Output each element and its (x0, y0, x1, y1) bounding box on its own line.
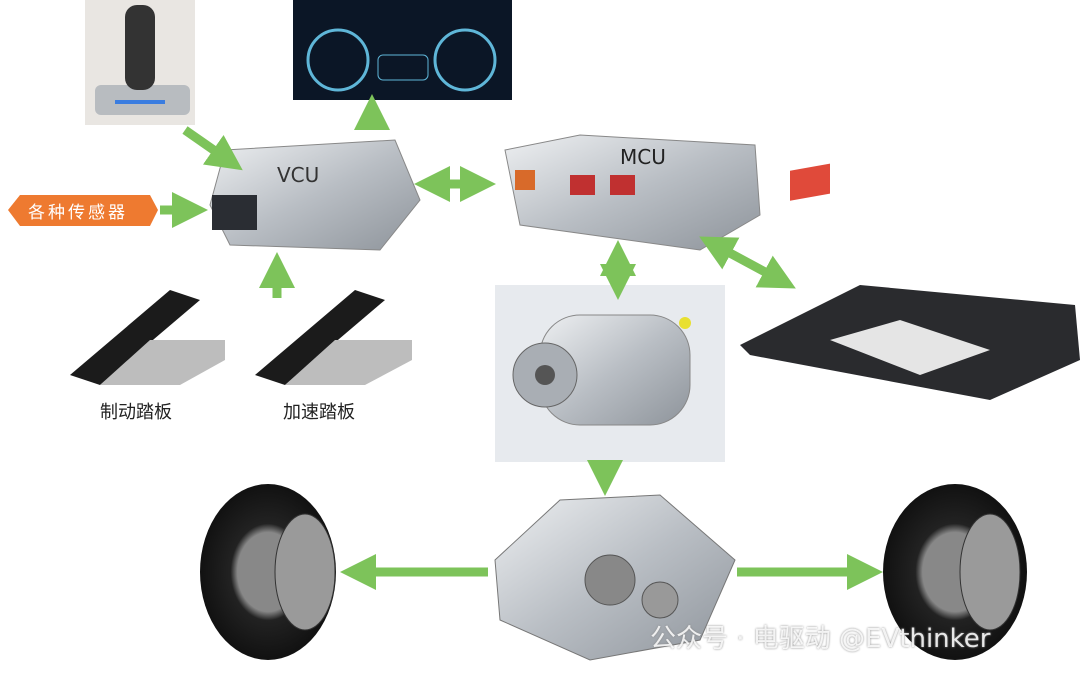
brake-pedal-image (70, 290, 225, 385)
gear-shifter-image (85, 0, 195, 125)
sensors-label: 各种传感器 (28, 203, 128, 223)
battery-pack-image (740, 163, 1080, 400)
mcu-label: MCU (620, 145, 666, 169)
accelerator-pedal-image (255, 290, 412, 385)
watermark: 公众号 · 电驱动 @EVthinker (650, 624, 991, 654)
vcu-image (209, 139, 421, 251)
drive-motor-image (495, 285, 725, 462)
left-tire-image (200, 484, 336, 660)
vcu-label: VCU (277, 163, 320, 187)
brake-pedal-label: 制动踏板 (100, 402, 172, 423)
reducer-gearbox-image (494, 494, 736, 661)
instrument-cluster-image (293, 0, 512, 100)
sensor-tag (8, 195, 158, 226)
right-tire-image (883, 484, 1027, 660)
accel-pedal-label: 加速踏板 (283, 402, 355, 423)
arrow-mcu-battery (699, 236, 796, 289)
arrow-shifter-to-vcu (182, 126, 243, 171)
mcu-image (504, 134, 761, 251)
